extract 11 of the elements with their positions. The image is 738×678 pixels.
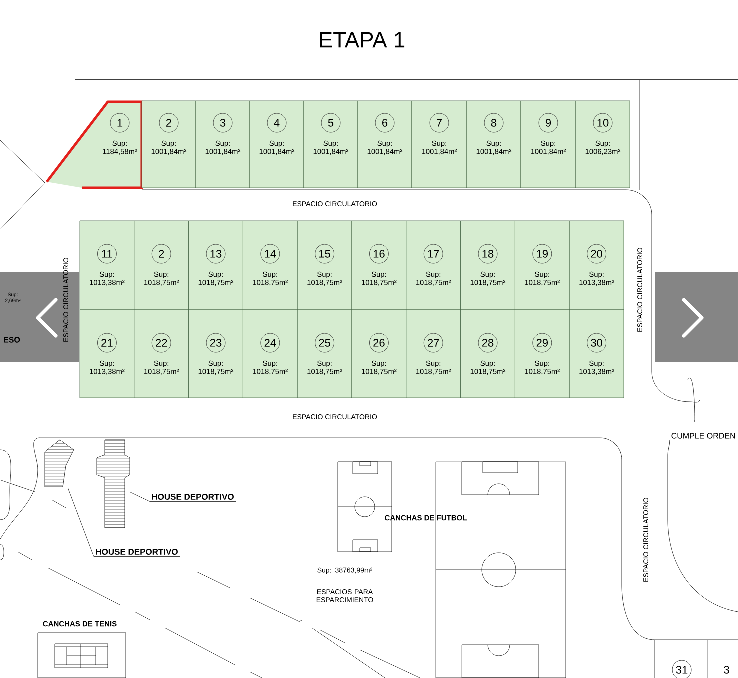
lot-number: 31 xyxy=(672,660,692,678)
building-drawing xyxy=(44,440,74,488)
lot-number: 3 xyxy=(724,666,730,674)
building-label: HOUSE DEPORTIVO xyxy=(96,549,178,555)
title: ETAPA 1 xyxy=(320,32,405,48)
leader-line xyxy=(130,492,236,502)
area-label: ESO xyxy=(4,337,20,343)
leader-line xyxy=(68,488,180,557)
building-drawing xyxy=(96,440,130,528)
area-label: CUMPLE ORDEN xyxy=(672,433,736,439)
building-label: HOUSE DEPORTIVO xyxy=(152,494,234,500)
